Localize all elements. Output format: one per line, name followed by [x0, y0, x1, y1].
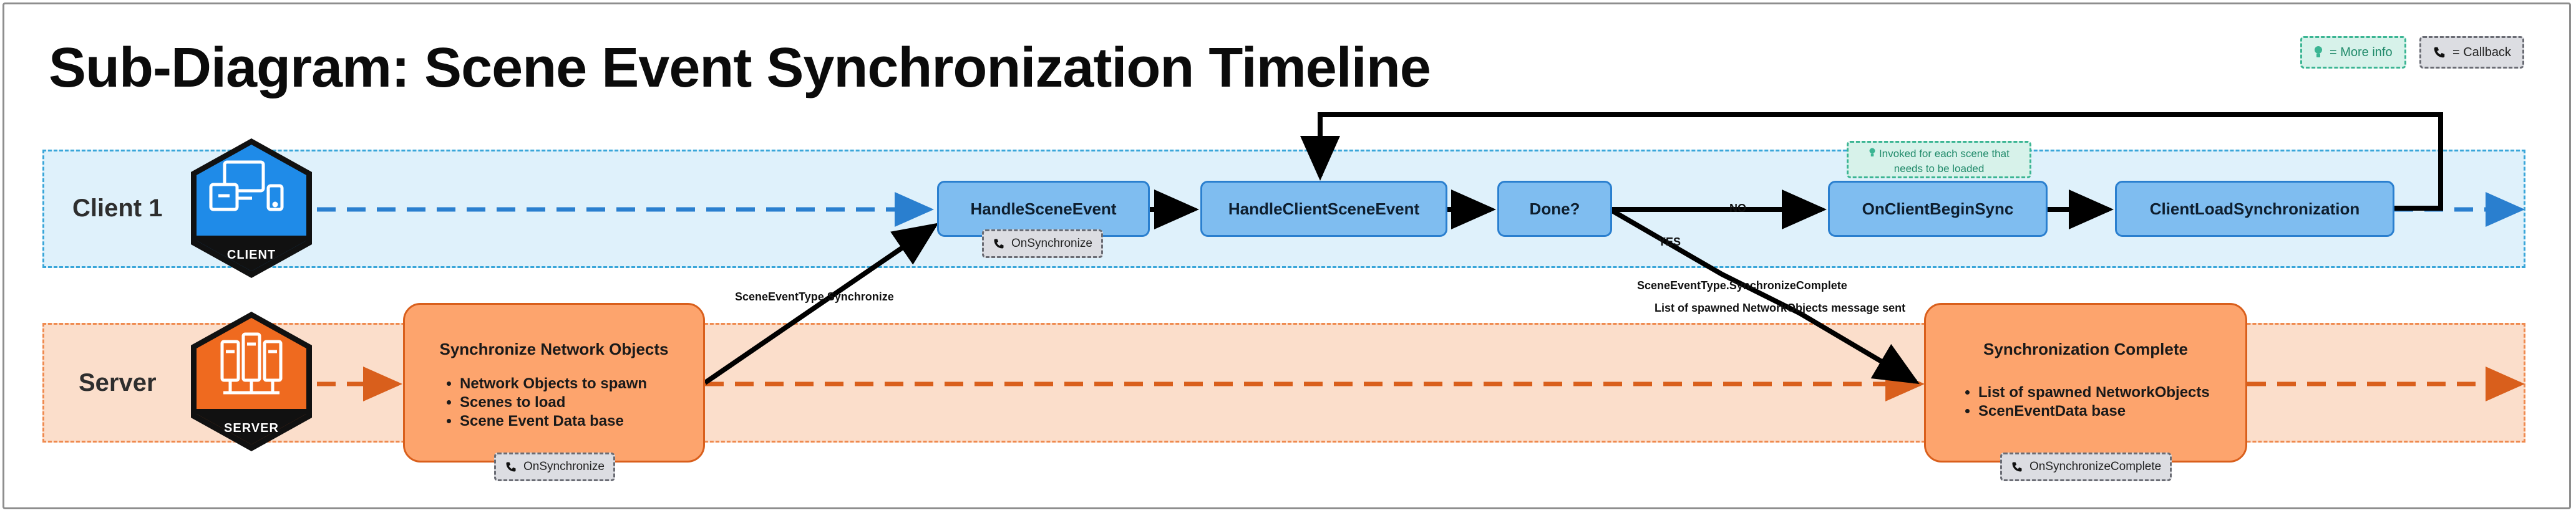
server-lane-label: Server: [79, 369, 157, 396]
info-note[interactable]: Invoked for each scene that needs to be …: [1847, 141, 2031, 178]
synchronize-network-objects-title: Synchronize Network Objects: [439, 340, 669, 358]
server-badge-label: SERVER: [224, 421, 279, 435]
client-badge-label: CLIENT: [226, 248, 276, 262]
devices-icon: [209, 160, 284, 211]
arrow-done-yes: [1610, 208, 1920, 385]
lightbulb-icon: [2315, 46, 2322, 57]
page-title: Sub-Diagram: Scene Event Synchronization…: [49, 37, 1431, 99]
list-item: Scenes to load: [460, 393, 647, 412]
server-rack-icon: [220, 332, 283, 395]
list-item: ScenEventData base: [1978, 402, 2210, 421]
callback-label: OnSynchronizeComplete: [2029, 460, 2162, 473]
edge-label-yes: YES: [1658, 236, 1681, 248]
phone-icon: [2434, 47, 2445, 58]
synchronization-complete-list: List of spawned NetworkObjects ScenEvent…: [1965, 383, 2210, 421]
server-on-synchronize-complete-callback[interactable]: OnSynchronizeComplete: [2000, 453, 2172, 481]
legend-callback-label: = Callback: [2452, 45, 2511, 59]
edge-label-sync-type: SceneEventType.Synchronize: [735, 290, 894, 303]
edge-label-spawned-message: List of spawned NetworkObjects message s…: [1655, 302, 1906, 314]
edge-label-no: NO: [1729, 202, 1746, 214]
list-item: Scene Event Data base: [460, 412, 647, 431]
legend-more-info-label: = More info: [2330, 45, 2393, 59]
synchronization-complete-title: Synchronization Complete: [1983, 340, 2188, 358]
list-item: List of spawned NetworkObjects: [1978, 383, 2210, 402]
edge-label-sync-complete-type: SceneEventType.SynchronizeComplete: [1637, 279, 1847, 292]
handle-client-scene-event-node[interactable]: HandleClientSceneEvent: [1200, 181, 1447, 237]
synchronize-network-objects-node[interactable]: Synchronize Network Objects Network Obje…: [403, 303, 705, 463]
client-load-synchronization-node[interactable]: ClientLoadSynchronization: [2115, 181, 2394, 237]
legend-callback: = Callback: [2419, 36, 2524, 69]
legend-more-info: = More info: [2300, 36, 2406, 69]
client-on-synchronize-callback[interactable]: OnSynchronize: [982, 229, 1103, 258]
server-on-synchronize-callback[interactable]: OnSynchronize: [494, 453, 615, 481]
arrow-loop-back: [1300, 112, 2443, 211]
client-badge: CLIENT: [186, 136, 317, 280]
phone-icon: [994, 239, 1004, 249]
callback-label: OnSynchronize: [523, 460, 605, 473]
synchronize-network-objects-list: Network Objects to spawn Scenes to load …: [446, 375, 647, 431]
client-lane-label: Client 1: [72, 194, 163, 222]
list-item: Network Objects to spawn: [460, 375, 647, 393]
phone-icon: [2012, 462, 2022, 472]
server-badge: SERVER: [186, 309, 317, 454]
arrow-sync-to-handle: [703, 223, 939, 385]
callback-label: OnSynchronize: [1011, 237, 1092, 250]
handle-scene-event-node[interactable]: HandleSceneEvent: [937, 181, 1150, 237]
on-client-begin-sync-node[interactable]: OnClientBeginSync: [1828, 181, 2048, 237]
lightbulb-icon: [1869, 148, 1875, 156]
info-note-text: Invoked for each scene that needs to be …: [1879, 148, 2010, 175]
phone-icon: [506, 462, 516, 472]
synchronization-complete-node[interactable]: Synchronization Complete List of spawned…: [1924, 303, 2247, 463]
done-decision-node[interactable]: Done?: [1497, 181, 1612, 237]
